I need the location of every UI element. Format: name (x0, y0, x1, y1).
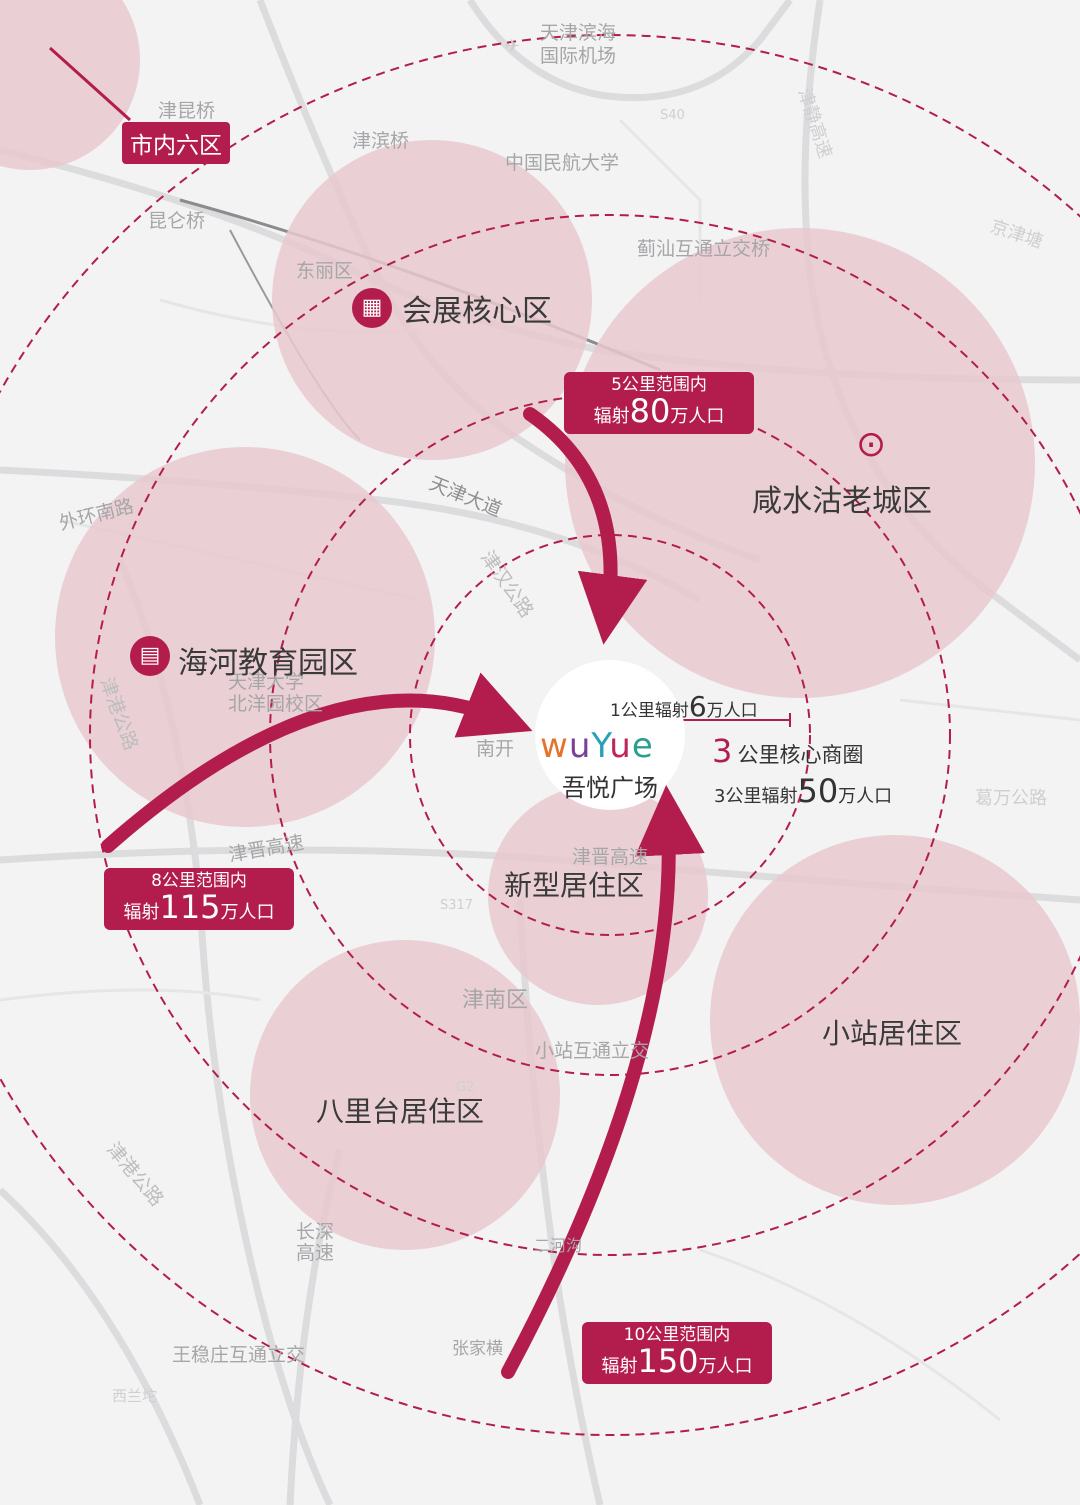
zone-circle-xiaozhan (710, 835, 1080, 1205)
callout-8km: 8公里范围内 辐射115万人口 (104, 868, 294, 931)
callout-8km-range: 8公里范围内 (151, 871, 247, 891)
jishan-interchange-label: 蓟汕互通立交桥 (637, 238, 771, 260)
callout-5km-post: 万人口 (670, 405, 725, 427)
tianjin-univ-label: 天津大学 北洋园校区 (228, 671, 324, 715)
radius-3km-title: 3 公里核心商圈 (712, 732, 864, 770)
callout-10km-post: 万人口 (698, 1355, 753, 1377)
ring-3km (409, 534, 811, 936)
xiaozhan-zone-label: 小站居住区 (822, 1017, 963, 1050)
kunlun-bridge-label: 昆仑桥 (148, 210, 206, 232)
changshen-label: 长深 高速 (296, 1221, 335, 1264)
flow-arrows (101, 407, 705, 1379)
callout-8km-post: 万人口 (220, 901, 275, 923)
book-icon: ▤ (130, 636, 170, 676)
radius-3km-population: 3公里辐射50万人口 (714, 772, 893, 810)
building-icon: ▦ (352, 288, 392, 328)
radius-1km-label: 1公里辐射6万人口 (610, 690, 758, 723)
plaza-name: 吾悦广场 (562, 774, 658, 802)
zone-circle-exhibition (272, 140, 592, 460)
jinbin-bridge-label: 津滨桥 (352, 130, 410, 152)
wangwen-interchange-label: 王稳庄互通立交 (172, 1344, 306, 1366)
callout-10km-range: 10公里范围内 (623, 1325, 731, 1345)
airport-label: 天津滨海 国际机场 (540, 22, 617, 67)
s40-label: S40 (660, 108, 685, 123)
zone-circle-xianshuigu (565, 228, 1035, 698)
wuyue-logo: wuYue (540, 726, 654, 766)
xianshuigu-zone-label: 咸水沽老城区 (752, 484, 932, 519)
arrow-8km (101, 672, 533, 853)
zone-circle-haihe (55, 447, 435, 827)
ring-8km (89, 214, 1080, 1256)
erhe-label: 二河沟 (534, 1236, 583, 1255)
callout-10km-pre: 辐射 (601, 1355, 638, 1377)
gewan-road-label: 葛万公路 (975, 788, 1047, 809)
balitai-zone-label: 八里台居住区 (316, 1095, 485, 1128)
callout-5km: 5公里范围内 辐射80万人口 (564, 372, 754, 435)
haihe-zone-label: 海河教育园区 (178, 646, 358, 681)
airport-icon: ✈ (505, 36, 521, 57)
callout-8km-pre: 辐射 (123, 901, 160, 923)
ring-10km (0, 34, 1080, 1436)
s317-label: S317 (440, 898, 474, 913)
g2-label: G2 (456, 1080, 475, 1095)
civil-aviation-label: 中国民航大学 (505, 152, 620, 174)
callout-5km-number: 80 (629, 391, 671, 430)
callout-8km-number: 115 (159, 887, 221, 926)
location-pin-icon: ⊙ (856, 424, 887, 465)
callout-5km-pre: 辐射 (593, 405, 630, 427)
zone-circle-city (0, 0, 140, 170)
xiaozhan-interchange-label: 小站互通立交 (535, 1040, 650, 1062)
callout-10km: 10公里范围内 辐射150万人口 (582, 1322, 772, 1385)
zhangjia-label: 张家横 (452, 1339, 503, 1359)
xilan-label: 西兰坨 (112, 1387, 158, 1405)
arrow-5km (523, 407, 648, 645)
zone-circles (0, 0, 1080, 1250)
jinjing-highway-2-label: 津晋高速 (572, 846, 649, 868)
nankai-label: 南开 (476, 738, 515, 760)
dongli-label: 东丽区 (296, 260, 354, 282)
city-six-tag: 市内六区 (122, 122, 230, 164)
jinnan-district-label: 津南区 (462, 988, 529, 1013)
callout-10km-number: 150 (637, 1341, 699, 1380)
callout-5km-range: 5公里范围内 (611, 375, 707, 395)
xinxing-zone-label: 新型居住区 (504, 869, 645, 902)
arrow-10km (501, 785, 705, 1379)
center-disc (535, 660, 685, 810)
exhibition-zone-label: 会展核心区 (402, 294, 552, 329)
jinkun-bridge-label: 津昆桥 (158, 100, 216, 122)
